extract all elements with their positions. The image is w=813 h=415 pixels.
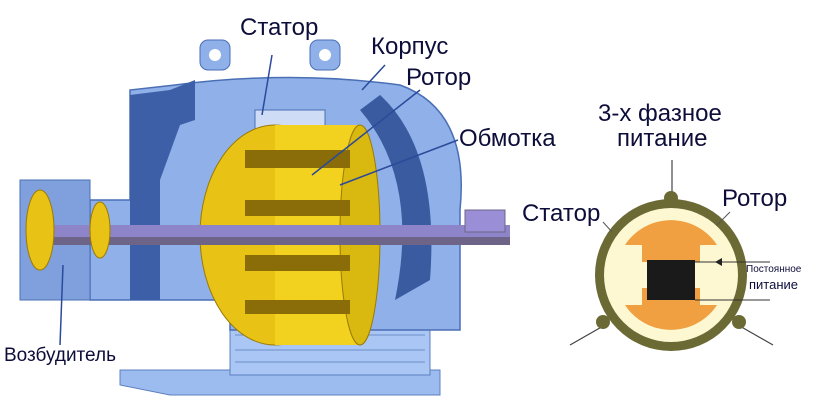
label-dc-supply: питание: [749, 277, 799, 292]
motor-illustration: [19, 39, 510, 396]
exciter: [25, 189, 55, 271]
rotor-core: [647, 260, 695, 300]
label-three-phase-supply: питание: [617, 125, 708, 152]
rotor-pole-top: [625, 220, 717, 262]
label-schematic-rotor: Ротор: [722, 185, 788, 212]
label-housing: Корпус: [371, 33, 449, 60]
label-three-phase: 3-х фазное: [598, 100, 722, 127]
label-schematic-stator: Статор: [522, 200, 601, 227]
label-exciter: Возбудитель: [4, 345, 116, 366]
label-winding: Обмотка: [459, 125, 556, 152]
label-stator: Статор: [240, 14, 319, 41]
label-rotor: Ротор: [406, 64, 472, 91]
schematic: [569, 160, 774, 351]
label-dc: Постоянное: [746, 264, 802, 275]
